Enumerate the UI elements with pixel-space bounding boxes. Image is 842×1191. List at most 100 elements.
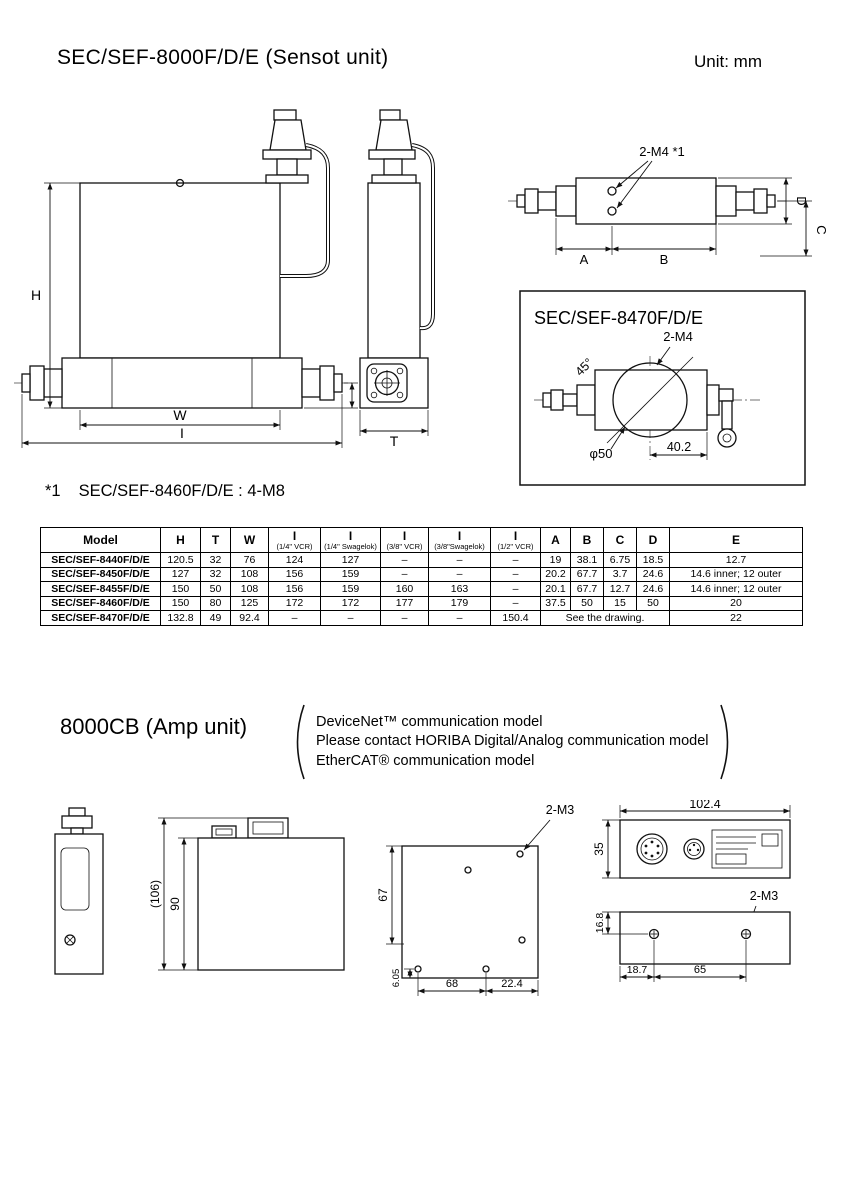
value-cell: 179 <box>428 595 491 611</box>
amp-notes-group: DeviceNet™ communication model Please co… <box>288 702 737 782</box>
value-cell: 24.6 <box>636 566 670 582</box>
column-header: I(1/4" VCR) <box>268 527 321 553</box>
column-header: I(1/2" VCR) <box>490 527 541 553</box>
value-cell: – <box>320 610 381 626</box>
value-cell: 80 <box>200 595 231 611</box>
value-cell: – <box>380 552 429 568</box>
value-cell: 12.7 <box>669 552 803 568</box>
value-cell: 20.1 <box>540 581 571 597</box>
value-cell: 37.5 <box>540 595 571 611</box>
value-cell: 32 <box>200 566 231 582</box>
value-cell: 159 <box>320 566 381 582</box>
value-cell: – <box>428 566 491 582</box>
value-cell: 172 <box>268 595 321 611</box>
dim-label-I: I <box>180 425 184 441</box>
value-cell: – <box>428 610 491 626</box>
amp-top-view: 102.4 35 <box>592 800 791 879</box>
dim-label-B: B <box>660 252 669 267</box>
value-cell: 163 <box>428 581 491 597</box>
dim-label-H: H <box>31 287 41 303</box>
column-header: W <box>230 527 269 553</box>
value-cell: – <box>380 610 429 626</box>
value-cell: – <box>490 595 541 611</box>
value-cell: 172 <box>320 595 381 611</box>
callout-2m4: 2-M4 *1 <box>639 144 685 159</box>
amp-front-view: (106) 90 <box>148 817 345 971</box>
value-cell: 159 <box>320 581 381 597</box>
value-cell: 12.7 <box>603 581 637 597</box>
unit-label: Unit: mm <box>694 52 762 71</box>
model-cell: SEC/SEF-8455F/D/E <box>40 581 161 597</box>
value-cell: 67.7 <box>570 566 604 582</box>
amp-note-line-2: Please contact HORIBA Digital/Analog com… <box>316 733 709 750</box>
amp-note-line-3: EtherCAT® communication model <box>316 752 535 769</box>
value-cell: 125 <box>230 595 269 611</box>
dim-label-phi50: φ50 <box>590 446 613 461</box>
column-header: B <box>570 527 604 553</box>
value-cell: 50 <box>570 595 604 611</box>
amp-unit-title: 8000CB (Amp unit) <box>60 714 248 739</box>
page-title: SEC/SEF-8000F/D/E (Sensot unit) <box>57 46 389 69</box>
inset-8470-box: SEC/SEF-8470F/D/E 45° 2-M4 φ50 40.2 <box>519 290 806 486</box>
value-cell: See the drawing. <box>540 610 670 626</box>
value-cell: 14.6 inner; 12 outer <box>669 566 803 582</box>
model-cell: SEC/SEF-8460F/D/E <box>40 595 161 611</box>
value-cell: 19 <box>540 552 571 568</box>
dim-label-224: 22.4 <box>501 978 522 990</box>
dim-label-W: W <box>173 407 187 423</box>
callout-2m3-top: 2-M3 <box>546 803 575 817</box>
amp-unit-drawings: (106) 90 2-M3 67 6.05 <box>54 800 791 996</box>
dim-label-65: 65 <box>694 964 706 976</box>
dim-label-C: C <box>814 225 829 234</box>
value-cell: 38.1 <box>570 552 604 568</box>
value-cell: 3.7 <box>603 566 637 582</box>
amp-side-view <box>54 807 104 975</box>
value-cell: 150 <box>160 595 201 611</box>
value-cell: 120.5 <box>160 552 201 568</box>
value-cell: – <box>490 566 541 582</box>
model-cell: SEC/SEF-8440F/D/E <box>40 552 161 568</box>
value-cell: – <box>268 610 321 626</box>
column-header: I(1/4" Swagelok) <box>320 527 381 553</box>
amp-note-line-1: DeviceNet™ communication model <box>316 713 543 730</box>
value-cell: 67.7 <box>570 581 604 597</box>
value-cell: 20.2 <box>540 566 571 582</box>
value-cell: 32 <box>200 552 231 568</box>
dim-label-106: (106) <box>148 880 162 908</box>
dim-label-67: 67 <box>376 888 390 902</box>
callout-2m3-bottom: 2-M3 <box>750 889 779 903</box>
dim-label-T: T <box>390 433 399 449</box>
value-cell: – <box>428 552 491 568</box>
value-cell: 49 <box>200 610 231 626</box>
value-cell: 18.5 <box>636 552 670 568</box>
right-paren-decoration <box>719 704 728 780</box>
callout-2m4-inset: 2-M4 <box>663 329 693 344</box>
value-cell: 132.8 <box>160 610 201 626</box>
value-cell: 50 <box>200 581 231 597</box>
value-cell: 177 <box>380 595 429 611</box>
column-header: I(3/8" VCR) <box>380 527 429 553</box>
column-header: T <box>200 527 231 553</box>
value-cell: 124 <box>268 552 321 568</box>
value-cell: 108 <box>230 566 269 582</box>
value-cell: 76 <box>230 552 269 568</box>
amp-bottom-view: 2-M3 16.8 18.7 65 <box>594 889 791 982</box>
dim-label-1024: 102.4 <box>689 800 720 811</box>
value-cell: – <box>490 581 541 597</box>
value-cell: 20 <box>669 595 803 611</box>
value-cell: 92.4 <box>230 610 269 626</box>
value-cell: 50 <box>636 595 670 611</box>
value-cell: 156 <box>268 581 321 597</box>
column-header: C <box>603 527 637 553</box>
inset-title: SEC/SEF-8470F/D/E <box>534 308 703 328</box>
column-header: D <box>636 527 670 553</box>
column-header: I(3/8"Swagelok) <box>428 527 491 553</box>
